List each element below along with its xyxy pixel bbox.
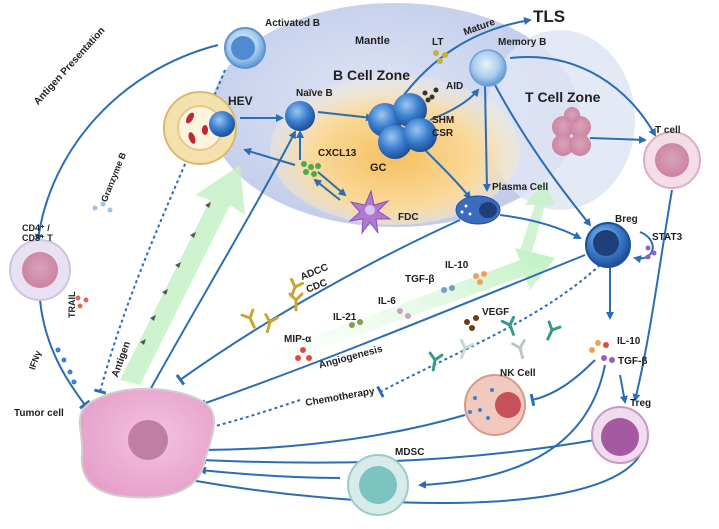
arrow-gc-to-plasma xyxy=(424,149,472,200)
plasma-cell xyxy=(455,195,501,225)
cxcl13-dots xyxy=(301,161,321,177)
arrow-mdsc-to-tumor xyxy=(198,466,341,479)
arrow-tcell-to-treg xyxy=(632,189,673,402)
arrow-plasma-to-breg xyxy=(499,214,582,239)
t-cell xyxy=(643,131,701,189)
aid-dots xyxy=(422,87,439,103)
activated-b-cell xyxy=(224,27,266,69)
label-il10-right: IL-10 xyxy=(617,336,641,347)
trail-dots xyxy=(75,295,89,309)
arrow-activatedb-granzyme xyxy=(93,69,226,395)
label-lt: LT xyxy=(432,37,444,48)
treg-cell xyxy=(591,406,649,464)
label-shm: SHM xyxy=(432,115,455,126)
cd4-cd8-t-cell xyxy=(9,239,71,301)
label-mdsc: MDSC xyxy=(395,447,425,458)
plasma-green-arrow xyxy=(520,180,555,252)
arrow-memory-to-tcell xyxy=(509,56,656,137)
arrow-naive-to-gc xyxy=(317,111,374,122)
arrow-nk-to-tumor xyxy=(198,414,466,454)
label-plasma-cell: Plasma Cell xyxy=(492,182,549,193)
arrow-fdc-cxcl13 xyxy=(313,178,341,201)
arrow-cxcl13-to-hev xyxy=(243,147,296,166)
label-cd4-cd8-t: CD4⁺ / CD8⁺ T xyxy=(22,223,53,243)
label-trail: TRAIL xyxy=(67,291,77,319)
arrow-cd4-to-tumor xyxy=(39,299,91,410)
stat3-dots xyxy=(645,245,657,260)
arrow-antigen-tumor-to-naive xyxy=(149,130,296,391)
tumor-cell xyxy=(78,387,216,499)
antigen-triangles xyxy=(140,202,211,345)
label-fdc: FDC xyxy=(398,212,419,223)
label-t-cell-zone: T Cell Zone xyxy=(525,89,601,105)
nk-cell xyxy=(464,374,526,436)
label-b-cell-zone: B Cell Zone xyxy=(333,67,411,83)
antibodies-teal xyxy=(428,315,562,372)
antibodies-gold xyxy=(240,277,305,334)
label-cxcl13: CXCL13 xyxy=(318,148,357,159)
arrow-memory-to-breg xyxy=(494,84,592,227)
label-t-cell: T cell xyxy=(655,125,681,136)
label-csr: CSR xyxy=(432,128,454,139)
hev-structure xyxy=(163,91,237,165)
label-il21: IL-21 xyxy=(333,312,357,323)
arrow-il10-to-mdsc xyxy=(418,364,606,489)
memory-b-cell xyxy=(469,49,507,87)
label-gc: GC xyxy=(370,162,387,174)
t-zone-cluster xyxy=(552,107,591,156)
label-breg: Breg xyxy=(615,214,638,225)
label-hev: HEV xyxy=(228,94,253,108)
arrow-gc-to-tls xyxy=(399,17,532,101)
arrow-breg-to-tumor xyxy=(198,254,586,407)
label-tumor-cell: Tumor cell xyxy=(14,408,64,419)
label-il10-top: IL-10 xyxy=(445,260,469,271)
fdc-cell xyxy=(348,189,392,235)
arrow-gc-to-memory xyxy=(429,88,480,121)
granzyme-dots xyxy=(92,201,113,213)
naive-b-cell xyxy=(285,101,315,131)
lt-dots xyxy=(433,50,448,64)
cytokine-dots xyxy=(295,271,615,363)
label-naive-b: Naïve B xyxy=(296,88,333,99)
antigen-green-arrow xyxy=(120,165,245,385)
label-nk-cell: NK Cell xyxy=(500,368,536,379)
label-mip: MIP-α xyxy=(284,334,312,345)
arrow-breg-stat3-loop xyxy=(633,231,654,264)
arrow-breg-chemo xyxy=(376,264,601,398)
label-treg: Treg xyxy=(630,398,652,409)
label-tls: TLS xyxy=(533,7,566,26)
label-il6: IL-6 xyxy=(378,296,396,307)
label-aid: AID xyxy=(446,81,464,92)
ifn-dots xyxy=(55,347,77,385)
arrow-tgfb-to-treg xyxy=(619,374,628,404)
arrow-memory-to-plasma xyxy=(482,84,491,192)
label-stat3: STAT3 xyxy=(652,232,683,243)
arrow-treg-bottom-to-tumor xyxy=(178,454,641,505)
mdsc-cell xyxy=(347,454,409,516)
label-tgfb-right: TGF-β xyxy=(618,356,648,367)
arrow-il10-to-nk xyxy=(529,359,596,407)
label-vegf: VEGF xyxy=(482,307,510,318)
label-activated-b: Activated B xyxy=(265,18,321,29)
gc-cluster xyxy=(368,93,437,159)
breg-cell xyxy=(585,222,631,268)
label-mantle: Mantle xyxy=(355,35,390,47)
label-tgfb-top: TGF-β xyxy=(405,274,435,285)
arrow-plasma-to-tumor xyxy=(175,219,461,386)
arrow-activatedb-to-cd4 xyxy=(34,44,219,242)
arrow-chemo-to-tumor xyxy=(198,399,301,433)
arrow-tzone-to-tcell xyxy=(589,135,647,144)
label-memory-b: Memory B xyxy=(498,37,547,48)
arrow-cxcl13-fdc xyxy=(317,171,347,197)
